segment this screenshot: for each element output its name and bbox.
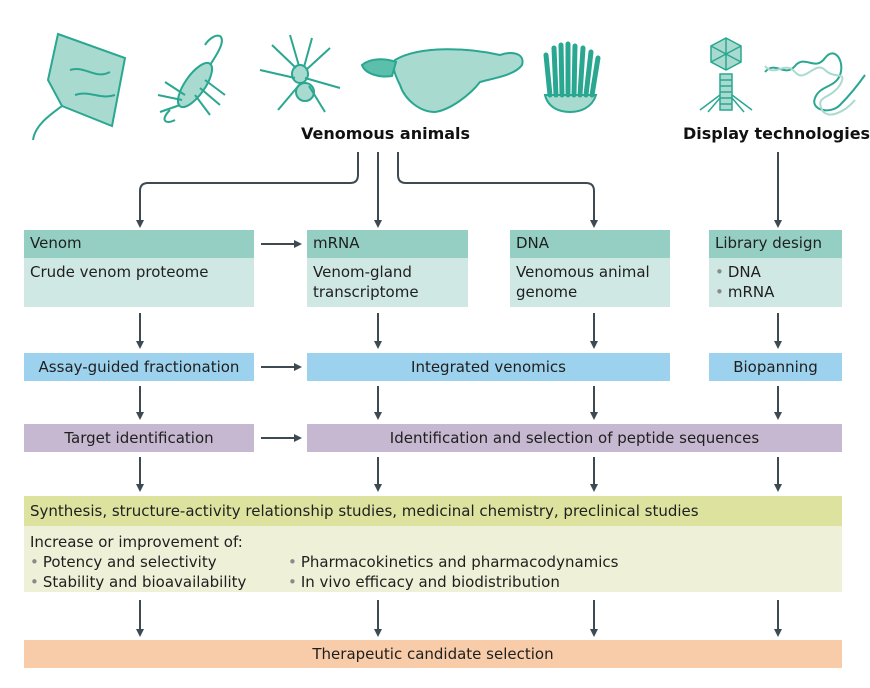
improvement-intro: Increase or improvement of: [30, 533, 243, 551]
library-design-title: Library design [709, 230, 842, 258]
dna-helix-icon [764, 52, 866, 116]
synthesis-body: Increase or improvement of: •Potency and… [24, 526, 842, 592]
improvement-col-2: •Pharmacokinetics and pharmacodynamics •… [288, 552, 618, 592]
improvement-item: •In vivo efficacy and biodistribution [288, 573, 560, 591]
mrna-title: mRNA [307, 230, 468, 258]
dna-body-line2: genome [516, 283, 578, 301]
improvement-item: •Stability and bioavailability [30, 573, 247, 591]
peptide-selection-box: Identification and selection of peptide … [307, 424, 842, 452]
library-item: •mRNA [715, 283, 775, 301]
arrow-animals-to-dna [397, 152, 598, 228]
improvement-item: •Potency and selectivity [30, 553, 217, 571]
library-design-box: Library design •DNA •mRNA [709, 230, 842, 307]
venom-title: Venom [24, 230, 254, 258]
illustrations [32, 32, 866, 140]
mrna-body-line1: Venom-gland [313, 263, 412, 281]
mrna-body: Venom-gland transcriptome [307, 258, 468, 307]
library-item: •DNA [715, 263, 761, 281]
target-identification-box: Target identification [24, 424, 254, 452]
integrated-venomics-box: Integrated venomics [307, 353, 670, 381]
dna-body-line1: Venomous animal [516, 263, 650, 281]
spider-icon [259, 34, 341, 113]
stingray-icon [32, 32, 127, 140]
dna-title: DNA [510, 230, 670, 258]
arrow-animals-to-venom [136, 152, 359, 228]
mrna-body-line2: transcriptome [313, 283, 419, 301]
bacteriophage-icon [699, 37, 753, 113]
venom-box: Venom Crude venom proteome [24, 230, 254, 307]
scorpion-icon [157, 34, 226, 123]
assay-guided-fractionation-box: Assay-guided fractionation [24, 353, 254, 381]
synthesis-box: Synthesis, structure-activity relationsh… [24, 496, 842, 592]
mrna-box: mRNA Venom-gland transcriptome [307, 230, 468, 307]
therapeutic-candidate-selection-box: Therapeutic candidate selection [24, 640, 842, 668]
synthesis-title: Synthesis, structure-activity relationsh… [24, 496, 842, 526]
dna-body: Venomous animal genome [510, 258, 670, 307]
venomous-animals-label: Venomous animals [301, 124, 471, 143]
improvement-col-1: •Potency and selectivity •Stability and … [30, 552, 246, 592]
display-technologies-label: Display technologies [683, 124, 870, 143]
dna-box: DNA Venomous animal genome [510, 230, 670, 307]
library-design-body: •DNA •mRNA [709, 258, 842, 307]
improvement-item: •Pharmacokinetics and pharmacodynamics [288, 553, 619, 571]
venom-body: Crude venom proteome [24, 258, 254, 307]
sea-anemone-icon [543, 41, 601, 114]
platypus-icon [360, 48, 524, 114]
biopanning-box: Biopanning [709, 353, 842, 381]
